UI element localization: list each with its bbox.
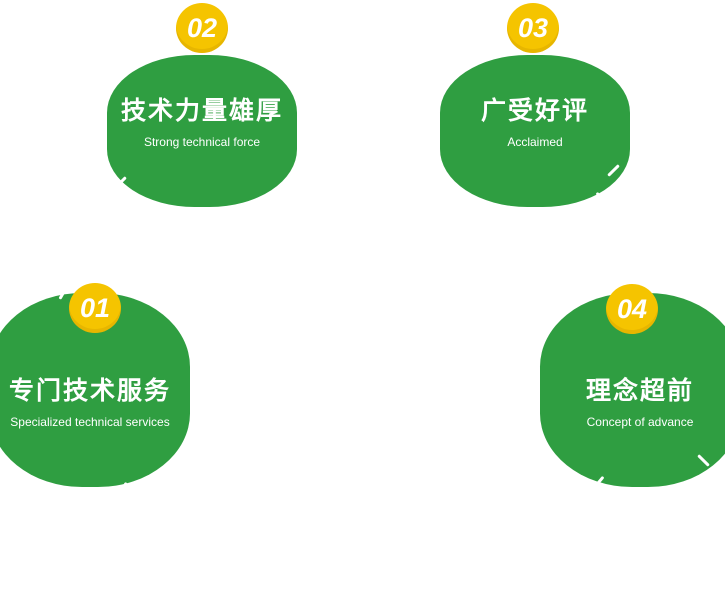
feature-card-03: 03 广受好评 Acclaimed: [440, 3, 630, 208]
sparkle-line-icon: [150, 201, 163, 216]
feature-title: 技术力量雄厚: [120, 97, 283, 125]
feature-card-01: 01 专门技术服务 Specialized technical services: [0, 283, 190, 496]
feature-title: 专门技术服务: [8, 377, 171, 405]
sparkle-line-icon: [567, 291, 580, 306]
number-badge: 02: [176, 3, 228, 53]
sparkle-line-icon: [443, 38, 456, 51]
feature-subtitle: Acclaimed: [507, 135, 563, 149]
feature-card-04: 04 理念超前 Concept of advance: [540, 283, 725, 490]
sparkle-line-icon: [123, 481, 136, 496]
feature-subtitle: Strong technical force: [143, 135, 261, 149]
badge-number: 04: [616, 293, 648, 324]
feature-text: 理念超前 Concept of advance: [540, 375, 725, 429]
feature-title: 理念超前: [585, 377, 694, 405]
badge-number: 02: [186, 12, 218, 43]
badge-number: 03: [517, 12, 549, 43]
feature-subtitle: Concept of advance: [586, 415, 694, 429]
feature-text: 专门技术服务 Specialized technical services: [0, 375, 190, 429]
feature-card-02: 02 技术力量雄厚 Strong technical force: [107, 3, 297, 216]
feature-subtitle: Specialized technical services: [10, 415, 170, 429]
badge-number: 01: [79, 292, 111, 323]
feature-text: 技术力量雄厚 Strong technical force: [107, 95, 297, 149]
number-badge: 04: [606, 284, 658, 334]
feature-title: 广受好评: [480, 97, 589, 125]
feature-blob: [440, 55, 630, 207]
sparkle-line-icon: [278, 50, 291, 63]
sparkle-line-icon: [595, 191, 608, 206]
feature-text: 广受好评 Acclaimed: [440, 95, 630, 149]
number-badge: 03: [507, 3, 559, 53]
number-badge: 01: [69, 283, 121, 333]
feature-blob: [107, 55, 297, 207]
